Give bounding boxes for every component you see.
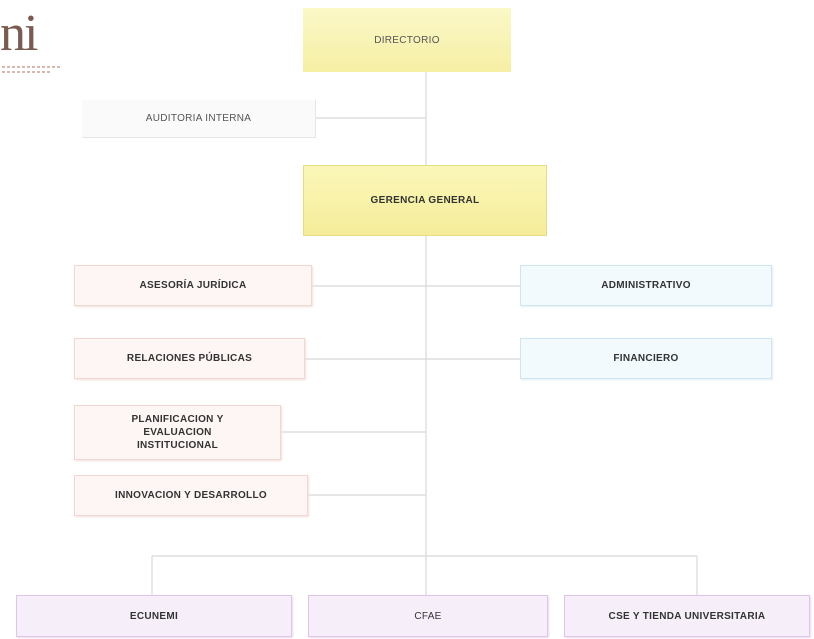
- node-cse-tienda: CSE Y TIENDA UNIVERSITARIA: [564, 595, 810, 637]
- node-cfae: CFAE: [308, 595, 548, 637]
- node-relaciones-publicas-label: RELACIONES PÚBLICAS: [126, 353, 253, 364]
- organization-logo: ni: [0, 8, 70, 78]
- node-directorio-label: DIRECTORIO: [374, 34, 440, 46]
- node-asesoria-juridica-label: ASESORÍA JURÍDICA: [139, 280, 247, 291]
- node-innovacion-desarrollo-label: INNOVACION Y DESARROLLO: [115, 490, 267, 501]
- node-planificacion-label-1: PLANIFICACION Y: [131, 414, 224, 425]
- node-auditoria-interna-label: AUDITORIA INTERNA: [145, 113, 252, 124]
- node-asesoria-juridica: ASESORÍA JURÍDICA: [74, 265, 312, 306]
- node-cse-tienda-label: CSE Y TIENDA UNIVERSITARIA: [608, 610, 766, 622]
- node-gerencia-general-label: GERENCIA GENERAL: [370, 195, 480, 206]
- logo-tagline: [2, 66, 62, 68]
- logo-mark: ni: [0, 5, 38, 62]
- node-relaciones-publicas: RELACIONES PÚBLICAS: [74, 338, 305, 379]
- node-administrativo-label: ADMINISTRATIVO: [601, 280, 691, 291]
- node-gerencia-general: GERENCIA GENERAL: [303, 165, 547, 236]
- node-cfae-label: CFAE: [414, 610, 442, 622]
- node-innovacion-desarrollo: INNOVACION Y DESARROLLO: [74, 475, 308, 516]
- node-planificacion-label-2: EVALUACION: [143, 427, 212, 438]
- node-ecunemi-label: ECUNEMI: [129, 610, 179, 622]
- node-directorio: DIRECTORIO: [303, 8, 511, 72]
- node-ecunemi: ECUNEMI: [16, 595, 292, 637]
- node-financiero-label: FINANCIERO: [613, 353, 679, 364]
- node-auditoria-interna: AUDITORIA INTERNA: [82, 100, 316, 138]
- node-planificacion-label-3: INSTITUCIONAL: [136, 440, 219, 451]
- node-planificacion: PLANIFICACION Y EVALUACION INSTITUCIONAL: [74, 405, 281, 460]
- logo-tagline-2: [2, 71, 52, 73]
- node-administrativo: ADMINISTRATIVO: [520, 265, 772, 306]
- node-financiero: FINANCIERO: [520, 338, 772, 379]
